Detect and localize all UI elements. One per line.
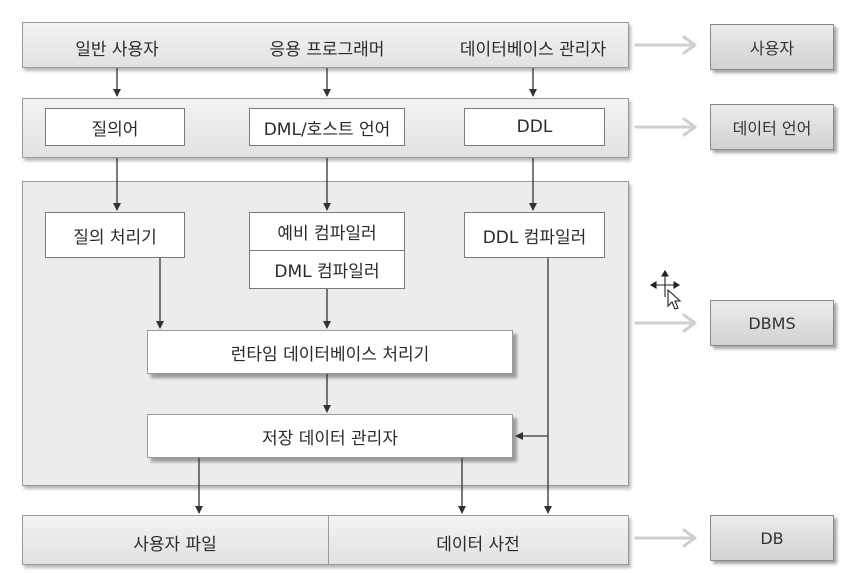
runtime-db-processor-box: 런타임 데이터베이스 처리기	[147, 330, 513, 374]
storage-layer	[22, 515, 629, 565]
db-tag-label: DB	[760, 528, 784, 548]
ddl-compiler-label: DDL 컴파일러	[482, 227, 587, 248]
stored-data-manager-label: 저장 데이터 관리자	[262, 428, 398, 449]
dbms-tag-label: DBMS	[748, 313, 796, 333]
ddl-compiler-box: DDL 컴파일러	[464, 212, 605, 258]
user-files-label: 사용자 파일	[133, 535, 217, 555]
ddl-label: DDL	[516, 117, 553, 137]
dml-host-language-label: DML/호스트 언어	[263, 119, 391, 140]
dba-label: 데이터베이스 관리자	[459, 40, 607, 60]
app-programmer-label: 응용 프로그래머	[269, 40, 385, 60]
right-arrow-dbms	[634, 313, 697, 333]
storage-divider	[328, 515, 329, 565]
dml-host-language-box: DML/호스트 언어	[249, 108, 405, 146]
precompiler-box: 예비 컴파일러	[249, 212, 405, 251]
users-layer	[22, 22, 629, 68]
precompiler-label: 예비 컴파일러	[277, 224, 377, 244]
right-arrow-users	[634, 35, 697, 55]
runtime-db-processor-label: 런타임 데이터베이스 처리기	[230, 344, 430, 365]
query-language-box: 질의어	[45, 108, 185, 146]
query-processor-label: 질의 처리기	[73, 227, 157, 248]
db-tag: DB	[710, 515, 834, 561]
dml-compiler-box: DML 컴파일러	[249, 250, 405, 289]
right-arrow-language	[634, 117, 697, 137]
data-language-tag-label: 데이터 언어	[732, 119, 812, 138]
users-tag-label: 사용자	[749, 39, 795, 58]
users-tag: 사용자	[710, 24, 834, 70]
dml-compiler-label: DML 컴파일러	[274, 262, 380, 282]
query-processor-box: 질의 처리기	[45, 212, 185, 258]
data-language-tag: 데이터 언어	[710, 104, 834, 150]
query-language-label: 질의어	[91, 119, 139, 140]
general-user-label: 일반 사용자	[75, 40, 159, 60]
ddl-box: DDL	[464, 108, 605, 146]
right-arrow-db	[634, 528, 697, 548]
data-dictionary-label: 데이터 사전	[436, 535, 520, 555]
move-cursor-icon	[649, 269, 682, 310]
stored-data-manager-box: 저장 데이터 관리자	[147, 414, 513, 458]
dbms-tag: DBMS	[710, 300, 834, 346]
